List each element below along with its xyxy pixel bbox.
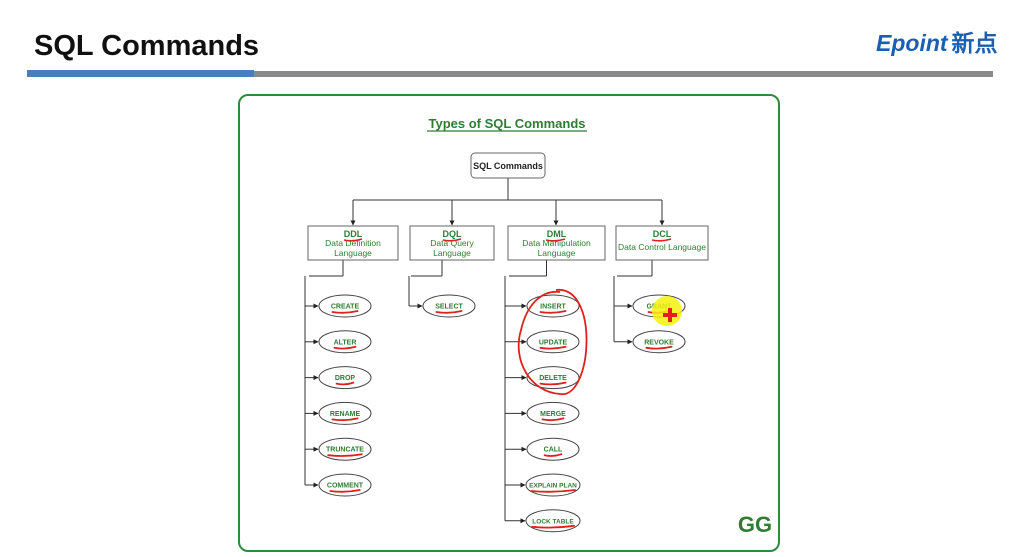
category-abbr-dql: DQL	[443, 229, 463, 239]
diagram-title: Types of SQL Commands	[429, 116, 586, 131]
red-underline-annotation	[335, 381, 355, 386]
command-label: UPDATE	[539, 339, 568, 346]
logo-cn-text: 新点	[951, 30, 998, 56]
root-node-label: SQL Commands	[473, 161, 543, 171]
command-label: CALL	[544, 447, 563, 454]
connector-lines	[304, 178, 665, 524]
category-name-line: Data Control Language	[618, 242, 706, 252]
red-underline-annotation	[331, 310, 359, 314]
command-label: TRUNCATE	[326, 447, 364, 454]
root-node-box	[470, 152, 546, 179]
command-label: SELECT	[435, 304, 463, 311]
command-label: LOCK TABLE	[532, 518, 574, 525]
command-node	[318, 366, 372, 390]
category-name-line: Data Manipulation	[522, 238, 591, 248]
slide-title: SQL Commands	[34, 30, 260, 62]
red-underline-annotation	[530, 489, 576, 493]
command-node	[526, 437, 580, 461]
category-box-dql	[409, 225, 495, 261]
abbr-underline-annotation	[651, 238, 672, 242]
yellow-highlight	[652, 296, 682, 326]
command-label: DROP	[335, 375, 356, 382]
red-underline-annotation	[329, 489, 361, 493]
category-name-line: Language	[433, 248, 471, 258]
abbr-underline-annotation	[343, 238, 363, 242]
red-underline-annotation	[333, 345, 357, 350]
red-underline-annotation	[645, 345, 673, 350]
command-label: COMMENT	[327, 483, 364, 490]
red-underline-annotation	[539, 381, 567, 386]
red-underline-annotation	[541, 417, 565, 422]
red-underline-annotation	[435, 310, 463, 314]
category-name-line: Data Query	[430, 238, 474, 248]
gfg-logo-icon: GG	[738, 512, 772, 537]
title-underline-bar	[254, 71, 993, 77]
red-underline-annotation	[539, 345, 567, 350]
command-label: CREATE	[331, 304, 360, 311]
command-label: REVOKE	[644, 339, 674, 346]
command-label: ALTER	[334, 339, 357, 346]
category-name-line: Language	[538, 248, 576, 258]
red-underline-annotation	[331, 417, 359, 422]
title-underline-accent	[27, 70, 254, 77]
command-label: INSERT	[540, 304, 566, 311]
category-box-ddl	[307, 225, 399, 261]
category-name-line: Data Definition	[325, 238, 381, 248]
logo-text: Epoint	[876, 30, 948, 56]
category-abbr-dcl: DCL	[653, 229, 672, 239]
red-underline-annotation	[539, 310, 567, 314]
category-name-line: Language	[334, 248, 372, 258]
category-box-dcl	[615, 225, 709, 261]
red-underline-annotation	[531, 524, 575, 529]
command-label: MERGE	[540, 411, 566, 418]
category-abbr-ddl: DDL	[344, 229, 363, 239]
command-node	[318, 330, 372, 354]
red-underline-annotation	[327, 453, 363, 457]
category-box-dml	[507, 225, 606, 261]
annotations	[327, 238, 682, 529]
abbr-underline-annotation	[545, 238, 566, 242]
cursor-plus-icon	[663, 308, 677, 322]
red-circle-annotation	[517, 289, 588, 395]
command-label: EXPLAIN PLAN	[529, 483, 577, 490]
command-label: RENAME	[330, 411, 361, 418]
red-underline-annotation	[543, 453, 563, 457]
abbr-underline-annotation	[442, 238, 462, 242]
category-abbr-dml: DML	[547, 229, 567, 239]
command-label: DELETE	[539, 375, 567, 382]
command-node	[526, 401, 580, 425]
